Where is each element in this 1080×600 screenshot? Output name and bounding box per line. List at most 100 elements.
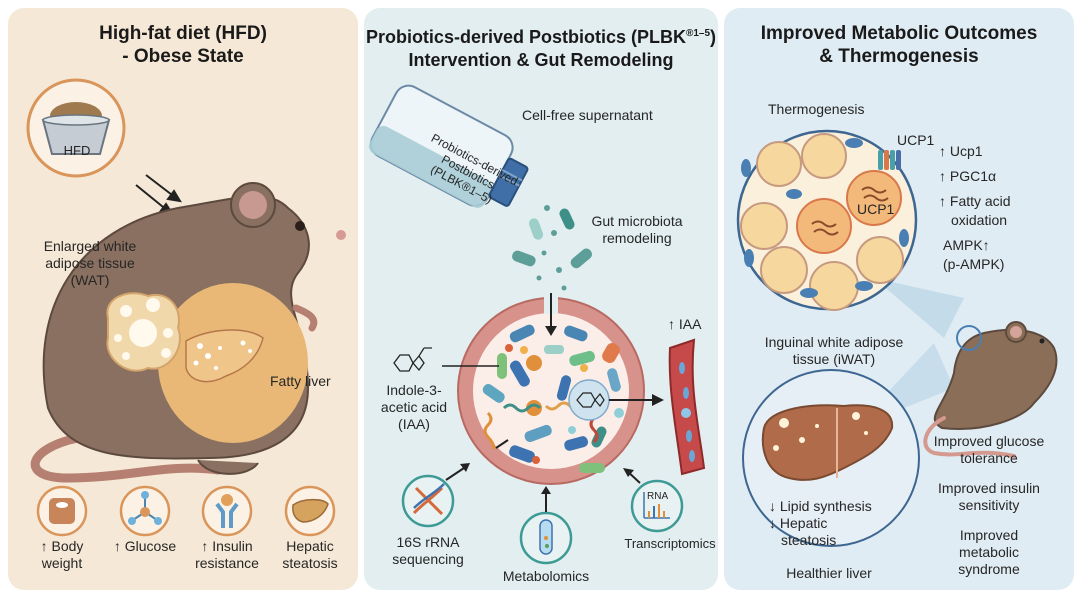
marker-ucp1: ↑ Ucp1: [939, 143, 983, 159]
rna-chart-icon: [643, 492, 670, 519]
title-line-2: - Obese State: [122, 46, 244, 67]
postbiotics-bottle-icon: [368, 84, 529, 208]
outcome-line-1: Improved: [959, 527, 1019, 543]
panel-postbiotics-intervention: Probiotics-derived Postbiotics (PLBK®1–5…: [364, 8, 718, 590]
gut-bacteria: [482, 324, 624, 473]
adipocyte-cluster-icon: [736, 129, 918, 311]
outcome-line-2: sensitivity: [958, 497, 1020, 513]
marker-fatty-acid: ↑ Fatty acid: [939, 193, 1011, 209]
mitochondria-icons: [741, 138, 909, 298]
insulin-receptor-icon: [215, 494, 239, 528]
wat-label-line-1: Enlarged white: [43, 238, 137, 254]
title-line-1: High-fat diet (HFD): [99, 23, 267, 44]
healthier-liver-icon: [742, 369, 920, 547]
microbiota-label-line-2: remodeling: [602, 230, 672, 246]
fatty-liver-icon: [292, 498, 329, 523]
panel-title: High-fat diet (HFD) - Obese State: [8, 22, 358, 68]
panel-title: Improved Metabolic Outcomes & Thermogene…: [724, 22, 1074, 68]
title-line-2: Intervention & Gut Remodeling: [408, 50, 674, 70]
thermogenesis-label: Thermogenesis: [768, 101, 865, 117]
obese-mouse-illustration: [26, 78, 346, 537]
iwat-label: Inguinal white adipose tissue (iWAT): [744, 334, 924, 368]
thermogenic-markers: ↑ Ucp1 ↑ PGC1α ↑ Fatty acid oxidation AM…: [939, 142, 1011, 274]
gut-remodeling-illustration: [368, 84, 706, 565]
outcome-line-2: metabolic: [959, 544, 1019, 560]
dna-icon: [412, 486, 444, 516]
indicator-line-2: resistance: [195, 555, 259, 571]
title-line-1: Probiotics-derived Postbiotics (PLBK®1–5…: [364, 22, 718, 49]
fatty-liver-label: Fatty liver: [270, 373, 331, 389]
ucp1-channel-label: UCP1: [897, 132, 935, 148]
iaa-label-line-3: (IAA): [398, 416, 430, 432]
marker-p-ampk: (p-AMPK): [943, 256, 1005, 272]
wat-label-line-3: (WAT): [70, 272, 110, 288]
panel-hfd-obese-state: High-fat diet (HFD) - Obese State: [8, 8, 358, 590]
method-16s-rrna: 16S rRNA sequencing: [386, 534, 470, 568]
outcome-insulin-sensitivity: Improved insulin sensitivity: [929, 480, 1049, 514]
indicator-hepatic-steatosis: Hepatic steatosis: [270, 538, 350, 572]
hfd-bowl-label: HFD: [63, 143, 91, 158]
iaa-label-line-1: Indole-3-: [386, 382, 442, 398]
liver-effects: ↓ Lipid synthesis ↓ Hepatic steatosis: [769, 498, 872, 549]
microbiota-label-line-1: Gut microbiota: [591, 213, 683, 229]
iwat-label-line-1: Inguinal white adipose: [764, 334, 904, 350]
title-line-1: Improved Metabolic Outcomes: [760, 23, 1038, 44]
ucp1-channel-icon: [878, 150, 901, 170]
method-transcriptomics: Transcriptomics: [624, 536, 716, 551]
outcome-line-3: syndrome: [958, 561, 1020, 577]
title-close-paren: ): [710, 27, 717, 47]
wat-label: Enlarged white adipose tissue (WAT): [30, 238, 150, 289]
microbiota-label: Gut microbiota remodeling: [582, 213, 692, 247]
marker-ampk: AMPK↑: [943, 237, 990, 253]
lean-mouse-icon: [923, 321, 1058, 458]
effect-hepatic: ↓ Hepatic: [769, 515, 828, 531]
outcome-line-1: Improved insulin: [938, 480, 1040, 496]
ucp1-cell-label: UCP1: [857, 201, 895, 217]
healthier-liver-label: Healthier liver: [786, 565, 872, 581]
method-icons: [401, 439, 684, 565]
title-text: Probiotics-derived Postbiotics (PLBK: [365, 27, 686, 47]
panel-title: Probiotics-derived Postbiotics (PLBK®1–5…: [364, 22, 718, 72]
indicator-line-2: weight: [41, 555, 83, 571]
method-metabolomics: Metabolomics: [502, 568, 590, 584]
marker-oxidation: oxidation: [951, 212, 1008, 228]
wat-label-line-2: adipose tissue: [45, 255, 135, 271]
outcome-line-2: tolerance: [960, 450, 1018, 466]
iwat-label-line-2: tissue (iWAT): [792, 351, 876, 367]
indicator-line-1: Hepatic: [286, 538, 334, 554]
mouse-tail: [30, 433, 223, 483]
indicator-glucose: ↑ Glucose: [105, 538, 185, 555]
fatty-liver-illustration: [185, 329, 264, 383]
rna-badge: RNA: [647, 491, 669, 502]
iaa-increase-label: ↑ IAA: [668, 316, 702, 332]
indicator-insulin-resistance: ↑ Insulin resistance: [187, 538, 267, 572]
thermogenesis-illustration: [736, 129, 1058, 547]
iaa-label-line-2: acetic acid: [380, 399, 448, 415]
effect-lipid-synthesis: ↓ Lipid synthesis: [769, 498, 872, 514]
iaa-label: Indole-3- acetic acid (IAA): [374, 382, 454, 433]
falling-microbes: [512, 205, 593, 291]
iaa-structure-icon: [393, 347, 432, 372]
outcome-line-1: Improved glucose: [933, 433, 1045, 449]
ucp1-mrna-icon: [811, 186, 889, 236]
method-line-2: sequencing: [392, 551, 464, 567]
method-line-1: 16S rRNA: [396, 534, 460, 550]
hfd-bowl-icon: [26, 78, 126, 178]
title-superscript: ®1–5: [685, 28, 711, 39]
enlarged-wat-icon: [106, 292, 181, 372]
scale-icon: [49, 498, 75, 524]
effect-steatosis: steatosis: [781, 532, 837, 548]
indicator-line-1: ↑ Insulin: [201, 538, 253, 554]
indicator-body-weight: ↑ Body weight: [22, 538, 102, 572]
indicator-line-2: steatosis: [282, 555, 338, 571]
indicator-icons: [36, 485, 336, 537]
panel-metabolic-outcomes: Improved Metabolic Outcomes & Thermogene…: [724, 8, 1074, 590]
outcome-glucose-tolerance: Improved glucose tolerance: [929, 433, 1049, 467]
outcome-metabolic-syndrome: Improved metabolic syndrome: [929, 527, 1049, 578]
title-line-2: & Thermogenesis: [819, 46, 979, 67]
mouse-body: [42, 182, 346, 475]
indicator-line-1: ↑ Body: [40, 538, 84, 554]
indicator-line-1: ↑ Glucose: [113, 538, 177, 554]
supernatant-label: Cell-free supernatant: [522, 107, 653, 123]
marker-pgc1a: ↑ PGC1α: [939, 168, 997, 184]
